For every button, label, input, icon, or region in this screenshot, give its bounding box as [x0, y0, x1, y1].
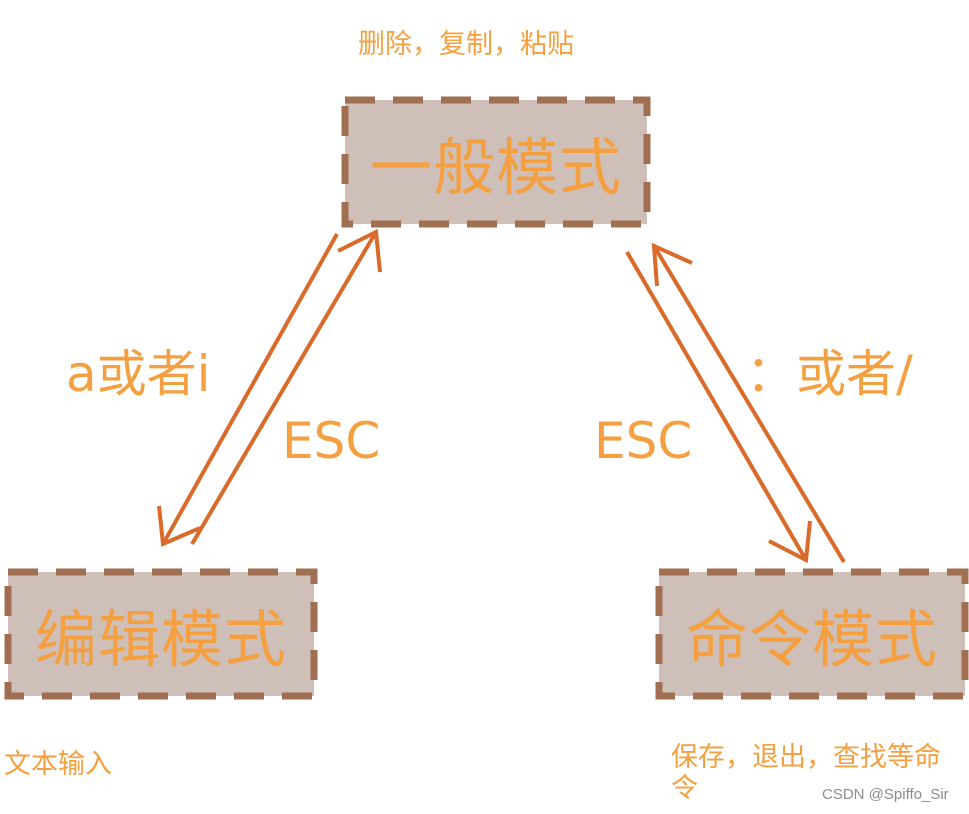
arrowhead-insert: [157, 505, 201, 547]
command-mode-label: 命令模式: [685, 603, 938, 676]
esc-left-label: ESC: [282, 412, 381, 470]
arrow-normal-to-insert: [161, 233, 339, 545]
command-trigger-label: ：或者/: [746, 345, 913, 403]
arrow-insert-to-normal: [190, 230, 378, 546]
normal-mode-label: 一般模式: [369, 131, 622, 204]
insert-mode-note: 文本输入: [4, 749, 112, 780]
insert-mode-label: 编辑模式: [34, 603, 287, 676]
arrow-normal-to-command: [625, 250, 808, 562]
arrowhead-normal-right: [651, 242, 693, 287]
arrowhead-command: [768, 520, 812, 564]
normal-mode-box: 一般模式: [341, 96, 651, 228]
esc-right-label: ESC: [594, 412, 693, 470]
insert-trigger-label: a或者i: [66, 345, 211, 403]
insert-mode-box: 编辑模式: [4, 568, 318, 700]
command-mode-note: 保存，退出，查找等命令: [671, 742, 941, 804]
normal-mode-note: 删除，复制，粘贴: [358, 29, 574, 60]
arrowhead-normal-left: [337, 228, 382, 273]
csdn-watermark: CSDN @Spiffo_Sir: [822, 786, 949, 803]
arrow-command-to-normal: [652, 244, 846, 564]
command-mode-box: 命令模式: [655, 568, 969, 700]
